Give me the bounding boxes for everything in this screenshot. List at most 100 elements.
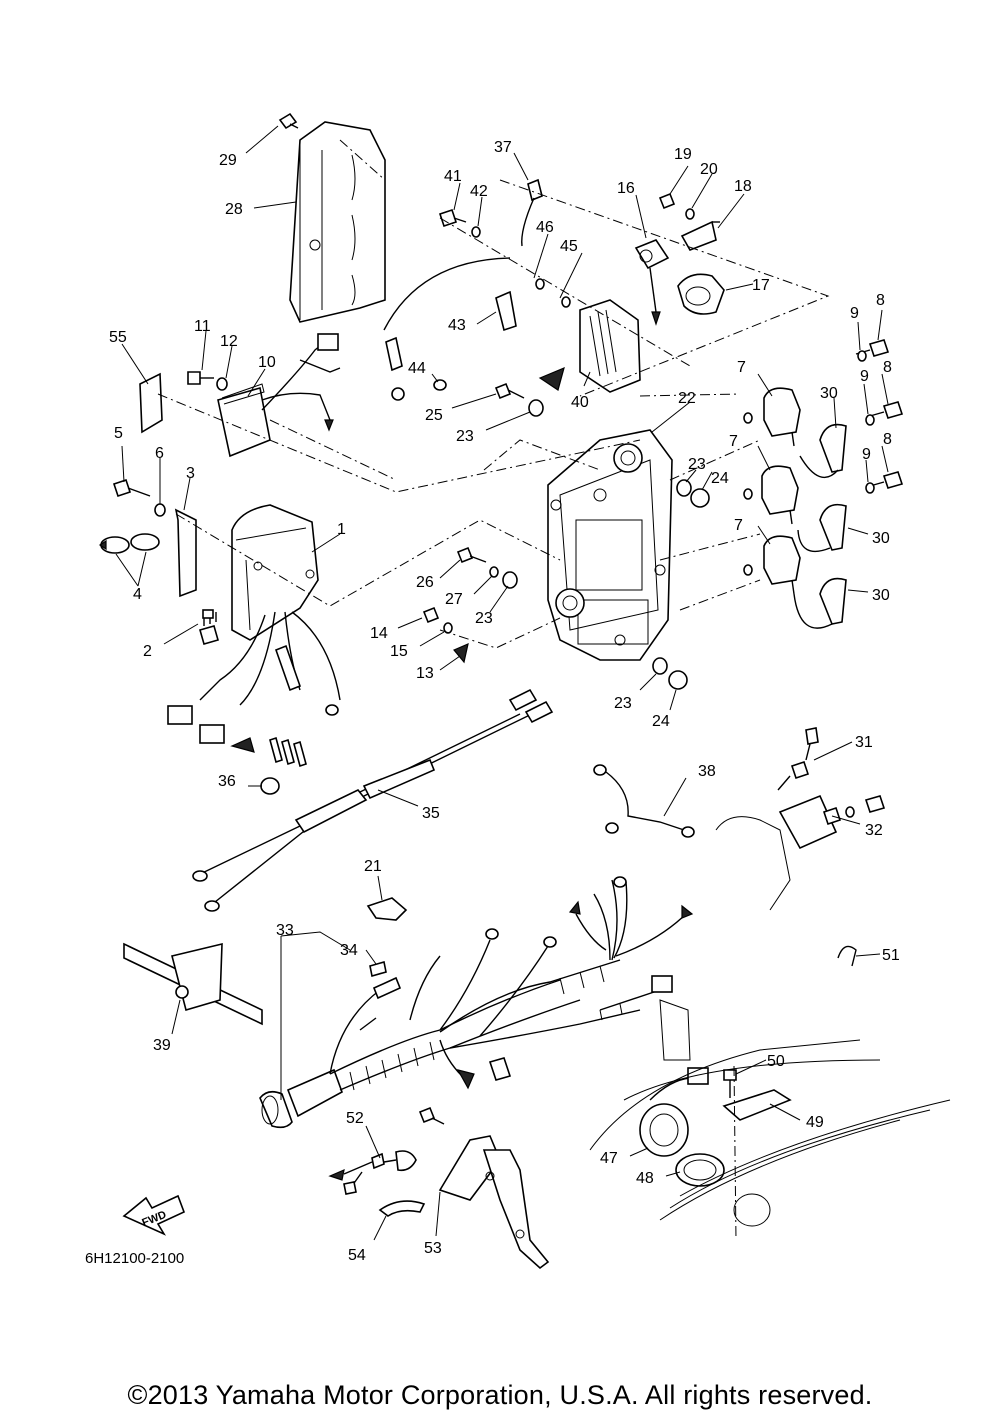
callout-44: 44: [408, 360, 426, 377]
part-10-rectifier: [217, 333, 341, 458]
callout-8b: 8: [883, 359, 892, 376]
callout-1: 1: [337, 521, 346, 538]
part-17-holder: [677, 273, 725, 315]
part-51-clip: [837, 945, 857, 967]
part-52-sensor: [328, 1106, 445, 1195]
part-28-cover: [289, 121, 386, 323]
callout-5: 5: [114, 425, 123, 442]
part-2-connector: [199, 609, 219, 645]
part-4-clamps: [98, 533, 160, 554]
part-7-ignition-coil-3: [763, 535, 801, 595]
callout-20: 20: [700, 161, 718, 178]
callout-9a: 9: [850, 305, 859, 322]
part-46-washer: [535, 278, 545, 290]
part-42-washer: [471, 226, 481, 238]
callout-10: 10: [258, 354, 276, 371]
part-20-washer: [685, 208, 695, 220]
part-9-washers: [857, 350, 875, 494]
part-32-sensor: [715, 794, 886, 911]
callout-37: 37: [494, 139, 512, 156]
part-8-bolts: [855, 339, 904, 489]
part-29-screw: [278, 112, 299, 130]
callout-30b: 30: [872, 530, 890, 547]
part-41-bolt: [438, 208, 467, 228]
callout-19: 19: [674, 146, 692, 163]
callout-49: 49: [806, 1114, 824, 1131]
callout-36: 36: [218, 773, 236, 790]
callout-26: 26: [416, 574, 434, 591]
coil-washers: [743, 412, 753, 576]
part-39-tie-holder: [123, 942, 263, 1026]
part-50-screw: [723, 1069, 737, 1098]
callout-30c: 30: [872, 587, 890, 604]
callout-33: 33: [276, 922, 294, 939]
callout-11: 11: [194, 318, 211, 335]
callout-51: 51: [882, 947, 900, 964]
callout-24a: 24: [711, 470, 729, 487]
callout-23a: 23: [456, 428, 474, 445]
callout-24b: 24: [652, 713, 670, 730]
part-36-clamp: [260, 777, 280, 795]
part-54-clip: [378, 1200, 426, 1217]
part-23-grommets: [502, 399, 692, 675]
callout-40: 40: [571, 394, 589, 411]
callout-9c: 9: [862, 446, 871, 463]
part-27-washer: [489, 566, 499, 578]
assembly-lines: [157, 179, 830, 1241]
part-26-bolt: [456, 546, 487, 564]
callout-18: 18: [734, 178, 752, 195]
part-38-lead: [593, 764, 695, 838]
callout-47: 47: [600, 1150, 618, 1167]
part-31-connector: [777, 727, 819, 791]
callout-labels: 1 2 3 4 5 6 7 7 7 8 8 8 9 9 9 10 11 12 1…: [85, 139, 900, 1267]
callout-7a: 7: [737, 359, 746, 376]
part-47-grommet: [639, 1067, 709, 1157]
part-18-bracket: [680, 220, 720, 251]
part-45-washer: [561, 296, 571, 308]
callout-42: 42: [470, 183, 488, 200]
part-5-bolt: [112, 478, 151, 498]
callout-8c: 8: [883, 431, 892, 448]
part-30-spark-plug-caps: [793, 423, 847, 629]
callout-52: 52: [346, 1110, 364, 1127]
part-48-seal: [675, 1153, 725, 1187]
callout-2: 2: [143, 643, 152, 660]
part-34-fuse-holder: [369, 960, 402, 1000]
part-7-ignition-coil-2: [761, 465, 799, 525]
callout-34: 34: [340, 942, 358, 959]
part-24-collars: [668, 488, 710, 690]
part-12-washer: [216, 377, 228, 391]
part-22-mounting-plate: [547, 429, 673, 661]
leader-lines: [115, 125, 889, 1241]
part-13-clip: [453, 642, 469, 664]
callout-7b: 7: [729, 433, 738, 450]
callout-39: 39: [153, 1037, 171, 1054]
callout-14: 14: [370, 625, 388, 642]
part-16-sensor: [634, 239, 670, 326]
copyright-notice: ©2013 Yamaha Motor Corporation, U.S.A. A…: [127, 1380, 873, 1410]
fwd-arrow: [122, 1194, 186, 1236]
callout-41: 41: [444, 168, 462, 185]
callout-31: 31: [855, 734, 873, 751]
part-44-wire: [383, 257, 511, 401]
part-40-switch: [538, 299, 641, 393]
part-25-bolt: [494, 382, 525, 400]
part-6-washer: [154, 503, 166, 517]
callout-3: 3: [186, 465, 195, 482]
callout-4: 4: [133, 586, 142, 603]
part-37-connector: [521, 178, 543, 247]
callout-54: 54: [348, 1247, 366, 1264]
part-14-screw: [422, 606, 440, 624]
part-35-wire-lead: [192, 688, 554, 912]
part-43-cap: [495, 290, 517, 332]
callout-8a: 8: [876, 292, 885, 309]
callout-16: 16: [617, 180, 635, 197]
part-11-bolt: [187, 371, 214, 385]
callout-13: 13: [416, 665, 434, 682]
callout-25: 25: [425, 407, 443, 424]
callout-45: 45: [560, 238, 578, 255]
callout-21: 21: [364, 858, 382, 875]
lower-cowling-outline: [589, 999, 951, 1227]
part-55-label: [139, 372, 163, 434]
part-3-bracket: [174, 508, 197, 598]
